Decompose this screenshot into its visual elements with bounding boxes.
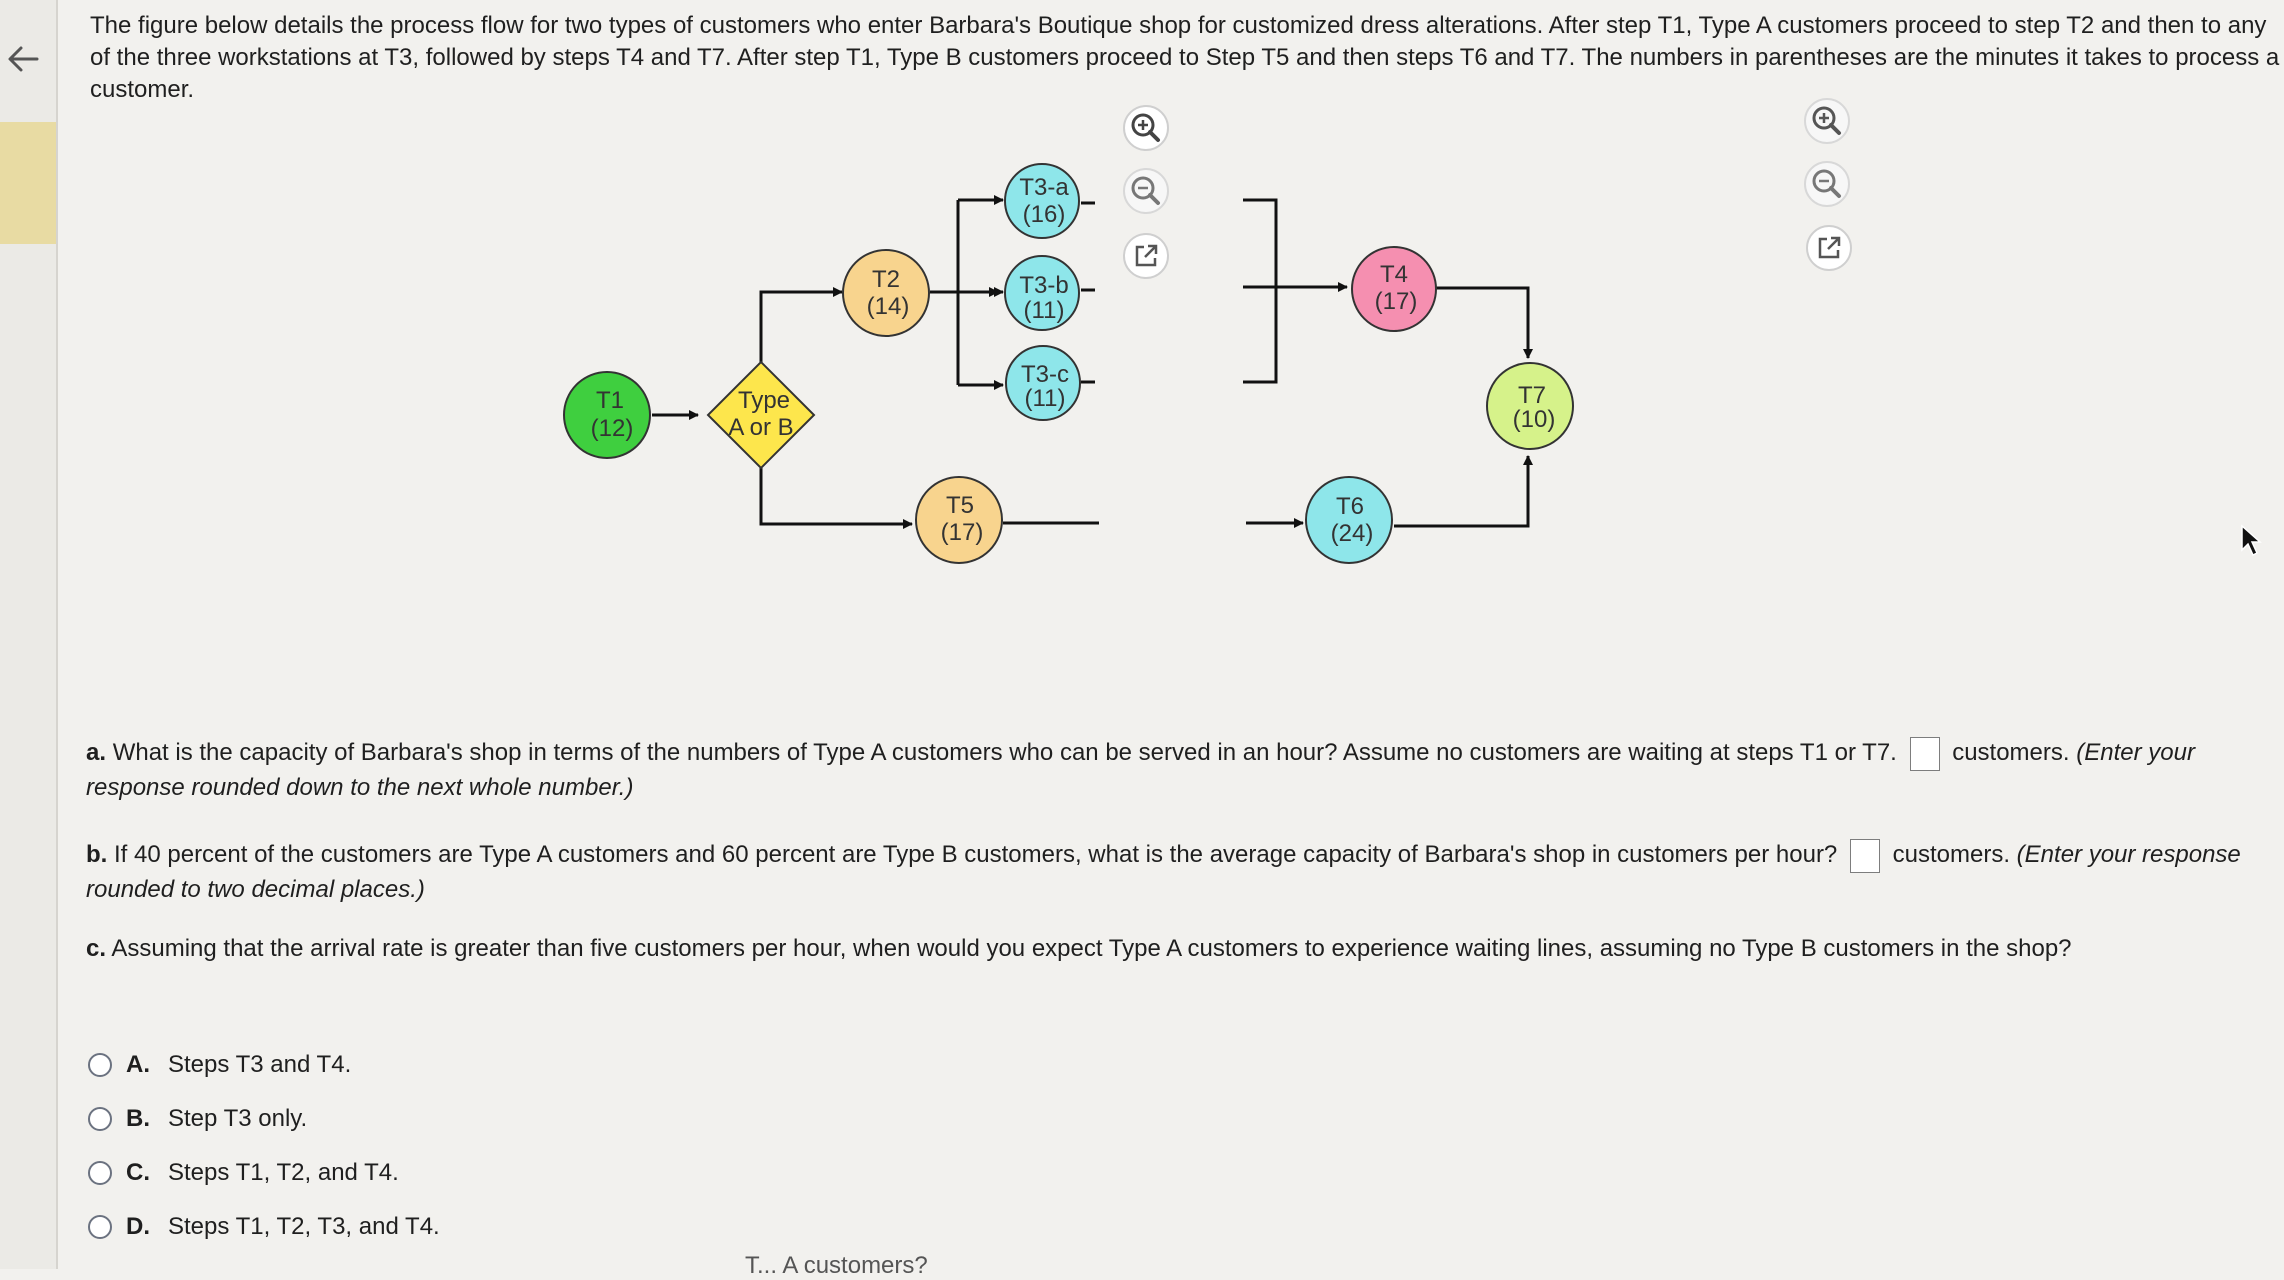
zoom-in-icon [1812, 106, 1841, 135]
back-arrow-icon [8, 46, 39, 72]
question-a-note: (Enter your response rounded down to the… [86, 739, 2195, 801]
question-c-text: Assuming that the arrival rate is greate… [111, 935, 2072, 962]
node-t3b: T3-b (11) [1004, 255, 1080, 331]
question-a-text: What is the capacity of Barbara's shop i… [112, 739, 1897, 766]
option-d-letter: D. [126, 1213, 150, 1240]
option-a-text: Steps T3 and T4. [168, 1051, 352, 1078]
process-flow-diagram: T1 (12) Type A or B T2 (14) T3-a (16) T3… [563, 98, 1852, 564]
external-link-icon [1818, 236, 1841, 259]
t1-time: (12) [591, 415, 634, 442]
question-b-unit: customers. [1892, 841, 2010, 868]
question-b: b. If 40 percent of the customers are Ty… [86, 838, 2246, 907]
zoom-out-button-right[interactable] [1804, 161, 1850, 207]
node-t7: T7 (10) [1486, 362, 1574, 450]
option-b-letter: B. [126, 1105, 150, 1132]
question-a-label: a. [86, 739, 107, 766]
sidebar [0, 0, 58, 1269]
sidebar-accent [0, 122, 56, 244]
flow-connectors [652, 195, 1533, 529]
decision-line1: Type [738, 387, 790, 414]
node-t4: T4 (17) [1351, 246, 1437, 332]
node-t3a: T3-a (16) [1004, 163, 1080, 239]
option-d[interactable]: D. Steps T1, T2, T3, and T4. [88, 1200, 440, 1254]
open-external-button-left[interactable] [1123, 233, 1169, 279]
question-c: c. Assuming that the arrival rate is gre… [86, 932, 2246, 966]
decision-line2: A or B [728, 414, 793, 441]
main-content: The figure below details the process flo… [56, 0, 2284, 1269]
t2-label: T2 [872, 266, 900, 293]
t6-time: (24) [1331, 520, 1374, 547]
t4-label: T4 [1380, 261, 1408, 288]
option-c-text: Steps T1, T2, and T4. [168, 1159, 399, 1186]
zoom-out-icon [1812, 169, 1841, 198]
t6-label: T6 [1336, 493, 1364, 520]
node-t1: T1 (12) [563, 371, 651, 459]
question-c-label: c. [86, 935, 107, 962]
mouse-cursor-icon [2241, 524, 2262, 557]
node-t6: T6 (24) [1305, 476, 1393, 564]
radio-icon[interactable] [88, 1161, 112, 1185]
t4-time: (17) [1375, 288, 1418, 315]
node-t3c: T3-c (11) [1005, 345, 1081, 421]
t3c-time: (11) [1025, 385, 1066, 412]
option-a[interactable]: A. Steps T3 and T4. [88, 1038, 440, 1092]
option-b[interactable]: B. Step T3 only. [88, 1092, 440, 1146]
option-c-letter: C. [126, 1159, 150, 1186]
t3b-label: T3-b [1019, 272, 1068, 299]
t7-time: (10) [1513, 406, 1556, 433]
t7-label: T7 [1518, 382, 1546, 409]
t3a-label: T3-a [1019, 174, 1069, 201]
answer-input-b[interactable] [1849, 838, 1880, 873]
zoom-in-button-right[interactable] [1804, 98, 1850, 144]
question-a-unit: customers. [1952, 739, 2070, 766]
t5-label: T5 [946, 492, 974, 519]
zoom-out-button-left[interactable] [1123, 168, 1169, 214]
t3a-time: (16) [1023, 201, 1066, 228]
radio-icon[interactable] [88, 1107, 112, 1131]
t1-label: T1 [596, 387, 624, 414]
radio-icon[interactable] [88, 1053, 112, 1077]
node-t2: T2 (14) [842, 249, 930, 337]
t5-time: (17) [941, 519, 984, 546]
zoom-out-icon [1131, 176, 1160, 205]
answer-options: A. Steps T3 and T4. B. Step T3 only. C. … [88, 1038, 440, 1254]
intro-text: The figure below details the process flo… [90, 12, 2280, 103]
question-b-note: (Enter your response rounded to two deci… [86, 841, 2241, 903]
option-c[interactable]: C. Steps T1, T2, and T4. [88, 1146, 440, 1200]
radio-icon[interactable] [88, 1215, 112, 1239]
question-b-text: If 40 percent of the customers are Type … [114, 841, 1838, 868]
open-external-button-right[interactable] [1806, 225, 1852, 271]
zoom-in-button-left[interactable] [1123, 105, 1169, 151]
option-a-letter: A. [126, 1051, 150, 1078]
external-link-icon [1135, 244, 1158, 267]
node-decision: Type A or B [706, 360, 816, 470]
t3c-label: T3-c [1021, 361, 1069, 388]
answer-input-a[interactable] [1909, 736, 1940, 771]
t2-time: (14) [867, 293, 910, 320]
zoom-in-icon [1131, 113, 1160, 142]
cutoff-text: T... A customers? [745, 1252, 928, 1279]
question-a: a. What is the capacity of Barbara's sho… [86, 736, 2246, 805]
option-d-text: Steps T1, T2, T3, and T4. [168, 1213, 440, 1240]
option-b-text: Step T3 only. [168, 1105, 308, 1132]
back-button[interactable] [2, 38, 44, 80]
t3b-time: (11) [1024, 297, 1065, 324]
question-b-label: b. [86, 841, 108, 868]
node-t5: T5 (17) [915, 476, 1003, 564]
